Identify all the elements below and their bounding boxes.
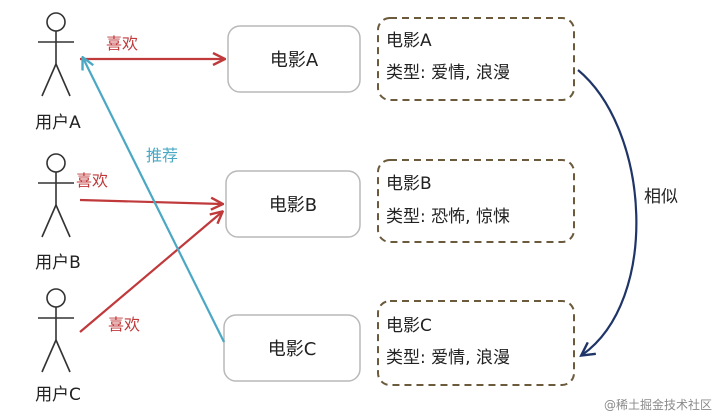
recommend-label: 推荐 (146, 146, 178, 165)
recommend-arrow (83, 58, 225, 343)
similar-label: 相似 (644, 187, 678, 207)
movie-a-node: 电影A (227, 25, 361, 93)
movie-b-label: 电影B (269, 195, 317, 216)
similar-arrow (577, 69, 638, 355)
movie-c-label: 电影C (268, 339, 317, 360)
like-arrow-c (79, 212, 222, 333)
movie-c-detail: 电影C 类型: 爱情, 浪漫 (377, 300, 575, 386)
movie-b-detail: 电影B 类型: 恐怖, 惊悚 (377, 159, 575, 243)
like-arrow-b (79, 200, 222, 204)
user-c-label: 用户C (35, 385, 81, 405)
movie-a-detail-type: 类型: 爱情, 浪漫 (386, 63, 510, 83)
watermark: @稀土掘金技术社区 (604, 397, 712, 412)
movie-c-detail-type: 类型: 爱情, 浪漫 (386, 348, 510, 368)
like-label-c: 喜欢 (108, 315, 140, 334)
movie-a-label: 电影A (270, 50, 319, 71)
user-c-figure-icon (38, 288, 74, 373)
movie-a-detail: 电影A 类型: 爱情, 浪漫 (377, 17, 575, 101)
user-a-figure-icon (38, 12, 74, 97)
user-b-label: 用户B (35, 253, 81, 273)
movie-b-detail-type: 类型: 恐怖, 惊悚 (386, 207, 510, 227)
movie-b-detail-name: 电影B (386, 174, 432, 194)
user-b-figure-icon (38, 153, 74, 238)
like-label-b: 喜欢 (76, 171, 108, 190)
movie-c-detail-name: 电影C (386, 316, 432, 336)
movie-a-detail-name: 电影A (386, 31, 432, 51)
user-a-label: 用户A (35, 113, 81, 133)
movie-c-node: 电影C (223, 314, 361, 382)
movie-b-node: 电影B (225, 170, 361, 238)
like-label-a: 喜欢 (106, 34, 138, 53)
